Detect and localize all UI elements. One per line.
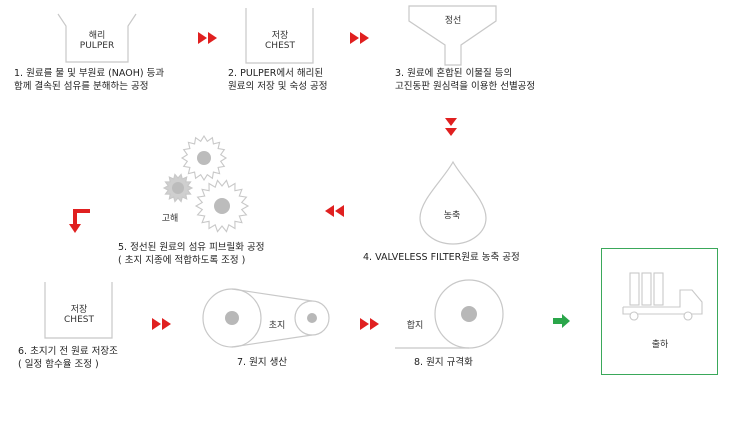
arrow-right-icon [360, 318, 379, 330]
thickener-drop-icon [419, 160, 487, 245]
step8-desc-line1: 8. 원지 규격화 [414, 357, 473, 368]
gear-hub [214, 198, 230, 214]
arrow-left-icon [325, 205, 344, 217]
step3-desc-line1: 3. 원료에 혼합된 이물질 등의 [395, 68, 513, 79]
chest-tag-bottom: CHEST [265, 41, 295, 51]
arrow-right-icon [198, 32, 217, 44]
step1-desc-line2: 함께 결속된 섬유를 분해하는 공정 [14, 81, 149, 92]
chest-tank-icon [245, 8, 314, 64]
pulper-tank-icon [57, 13, 137, 63]
screen-funnel-icon [408, 5, 497, 66]
shipping-box [601, 248, 718, 375]
paper-machine-tag: 초지 [268, 321, 286, 331]
screen-tag: 정선 [444, 16, 462, 26]
thickener-tag: 농축 [443, 211, 461, 221]
paper-machine-rollers-icon [202, 288, 330, 348]
step1-desc-line1: 1. 원료를 물 및 부원료 (NAOH) 등과 [14, 68, 165, 79]
machine-chest-tank-icon [44, 282, 113, 339]
refiner-gears-icon [162, 134, 250, 233]
truck-icon [622, 272, 703, 321]
refiner-tag: 고해 [161, 214, 179, 224]
step4-desc-line1: 4. VALVELESS FILTER원료 농축 공정 [363, 252, 520, 263]
gear-hub [197, 151, 211, 165]
arrow-down-icon [445, 118, 457, 136]
step5-desc-line2: ( 초지 지종에 적합하도록 조정 ) [118, 255, 246, 266]
pulper-tag-bottom: PULPER [79, 41, 115, 51]
machine-chest-tag-bottom: CHEST [64, 315, 94, 325]
gear-hub [172, 182, 184, 194]
arrow-corner-down-icon [69, 209, 90, 233]
winder-tag: 합지 [406, 321, 424, 331]
pulper-tag-top: 해리 [88, 31, 106, 41]
arrow-right-icon [350, 32, 369, 44]
chest-tag-top: 저장 [271, 31, 289, 41]
step5-desc-line1: 5. 정선된 원료의 섬유 피브릴화 공정 [118, 242, 265, 253]
winder-roll-icon [395, 279, 504, 349]
arrow-right-icon [152, 318, 171, 330]
step7-desc-line1: 7. 원지 생산 [237, 357, 288, 368]
arrow-green-right-icon [553, 314, 570, 328]
step3-desc-line2: 고진동판 원심력을 이용한 선별공정 [395, 81, 536, 92]
step6-desc-line2: ( 일정 함수율 조정 ) [18, 359, 99, 370]
shipping-tag: 출하 [651, 340, 669, 350]
step2-desc-line1: 2. PULPER에서 해리된 [228, 68, 324, 79]
step2-desc-line2: 원료의 저장 및 숙성 공정 [228, 81, 328, 92]
machine-chest-tag-top: 저장 [70, 305, 88, 315]
step6-desc-line1: 6. 초지기 전 원료 저장조 [18, 346, 118, 357]
